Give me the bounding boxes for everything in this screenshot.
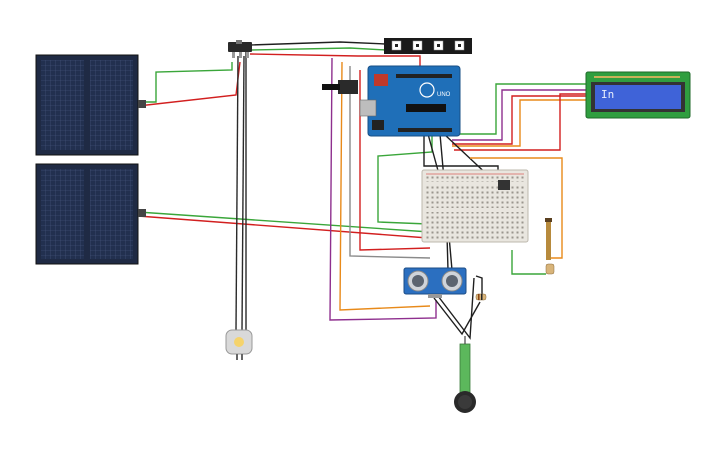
- wire: [470, 157, 563, 259]
- arduino-logo-text: UNO: [437, 92, 451, 98]
- wire: [475, 275, 483, 298]
- resistor-2: [545, 263, 555, 275]
- wire: [511, 250, 546, 275]
- arduino-uno: UNO: [322, 65, 461, 137]
- wire: [339, 61, 431, 311]
- wire: [241, 55, 245, 331]
- lcd-display-text: In: [601, 88, 614, 101]
- lcd-16x2: In: [585, 71, 691, 119]
- wire: [349, 66, 431, 259]
- wire: [433, 297, 481, 336]
- wire: [235, 55, 239, 331]
- wires: [137, 41, 588, 340]
- resistor: [475, 293, 487, 301]
- neopixel-strip: [384, 38, 472, 54]
- wire: [452, 95, 586, 145]
- wire: [456, 83, 588, 135]
- wire: [359, 70, 431, 251]
- solar-panel-top: [35, 54, 146, 156]
- solar-panel-bottom: [35, 163, 146, 265]
- temperature-sensor: [545, 218, 552, 260]
- wire: [138, 62, 233, 103]
- dc-motor: [225, 329, 253, 360]
- wire: [249, 47, 387, 51]
- wire: [454, 93, 586, 151]
- wire: [137, 215, 429, 239]
- wire: [137, 61, 241, 107]
- force-sensor: [454, 336, 476, 413]
- wire: [329, 57, 437, 321]
- wire: [452, 89, 586, 141]
- wire: [249, 53, 421, 68]
- wire: [377, 130, 433, 225]
- wire: [249, 41, 387, 46]
- breadboard: [421, 169, 529, 243]
- wire: [437, 277, 475, 340]
- slide-switch: [228, 40, 252, 58]
- ultrasonic-sensor: [403, 267, 467, 298]
- wire: [452, 99, 586, 147]
- wire: [137, 211, 431, 233]
